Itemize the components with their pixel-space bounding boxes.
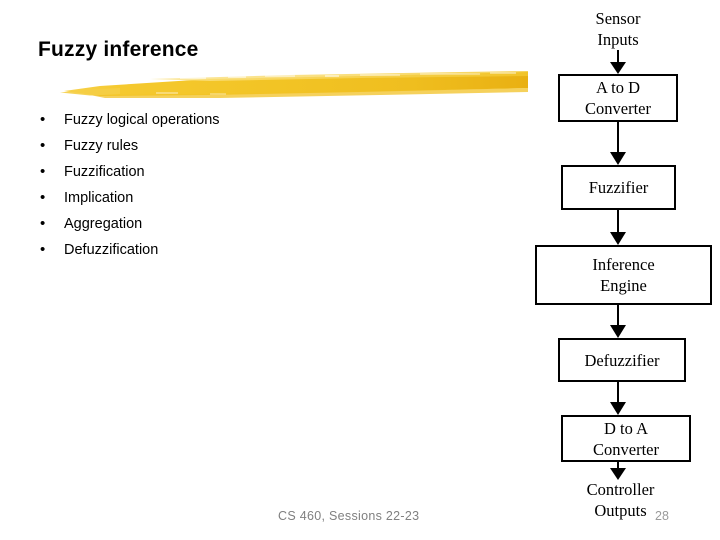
list-item: • Fuzzy rules — [40, 133, 340, 159]
node-label-line1: Inference — [592, 255, 655, 274]
node-label-line2: Converter — [585, 99, 651, 118]
bullet-marker-icon: • — [40, 163, 46, 180]
list-item: • Defuzzification — [40, 237, 340, 263]
list-item: • Fuzzy logical operations — [40, 107, 340, 133]
fuzzy-controller-block-diagram: Sensor Inputs A to D Converter Fuzzifier… — [520, 0, 720, 540]
node-label-line1: Fuzzifier — [588, 178, 649, 197]
list-item-label: Fuzzy logical operations — [64, 112, 220, 128]
bullet-list: • Fuzzy logical operations • Fuzzy rules… — [40, 107, 340, 263]
input-label-line2: Inputs — [597, 30, 639, 49]
input-label-line1: Sensor — [595, 9, 641, 28]
node-label-line1: Defuzzifier — [584, 350, 660, 370]
diagram-node-d-to-a-converter[interactable]: D to A Converter — [561, 415, 691, 462]
node-label-line2: Converter — [593, 439, 659, 459]
list-item-label: Implication — [64, 190, 134, 206]
diagram-input-label: Sensor Inputs — [568, 6, 668, 52]
bullet-marker-icon: • — [40, 189, 46, 206]
output-label-line2: Outputs — [594, 501, 647, 520]
node-label-line2: Engine — [600, 276, 647, 295]
page-title: Fuzzy inference — [38, 38, 199, 61]
bullet-marker-icon: • — [40, 215, 46, 232]
list-item: • Implication — [40, 185, 340, 211]
bullet-marker-icon: • — [40, 111, 46, 128]
diagram-node-defuzzifier[interactable]: Defuzzifier — [558, 338, 686, 382]
list-item-label: Fuzzification — [64, 164, 145, 180]
bullet-marker-icon: • — [40, 137, 46, 154]
bullet-marker-icon: • — [40, 241, 46, 258]
diagram-output-label: Controller Outputs — [558, 477, 683, 523]
footer-course-label: CS 460, Sessions 22-23 — [278, 509, 420, 523]
list-item: • Fuzzification — [40, 159, 340, 185]
list-item-label: Aggregation — [64, 216, 143, 232]
list-item: • Aggregation — [40, 211, 340, 237]
node-label-line1: A to D — [595, 78, 640, 97]
node-label-line1: D to A — [603, 418, 648, 438]
diagram-node-inference-engine[interactable]: Inference Engine — [535, 245, 712, 305]
list-item-label: Defuzzification — [64, 242, 159, 258]
page-number: 28 — [655, 509, 669, 523]
diagram-node-a-to-d-converter[interactable]: A to D Converter — [558, 74, 678, 122]
diagram-node-fuzzifier[interactable]: Fuzzifier — [561, 165, 676, 210]
list-item-label: Fuzzy rules — [64, 138, 139, 154]
gold-brush-stroke — [60, 64, 530, 106]
output-label-line1: Controller — [586, 480, 655, 499]
